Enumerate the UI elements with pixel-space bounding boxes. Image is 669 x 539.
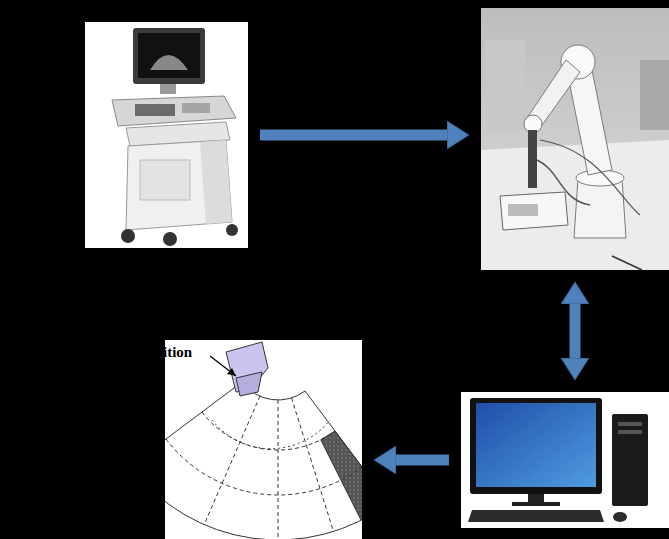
ultrasound-machine [112,96,236,126]
scan-illustration [212,420,330,449]
scan-illustration [210,356,236,376]
robot-arm-photo [481,140,669,270]
ultrasound-machine [200,140,232,224]
ultrasound-machine [135,104,175,116]
ultrasound-machine [126,140,232,230]
computer [528,494,544,502]
computer [470,398,602,494]
scan-illustration [165,382,242,466]
robot-arm-photo [481,8,669,270]
computer [476,403,596,487]
scan-illustration [165,382,362,539]
computer-panel [461,392,669,528]
ultrasound-machine [140,160,190,200]
ultrasound-machine [150,55,188,70]
robot-arm-photo [540,140,640,215]
computer [461,392,669,528]
block-arrow [570,304,581,358]
ultrasound-machine [133,28,205,84]
robot-arm-photo [612,256,642,270]
block-arrow [396,455,449,466]
robot-arm-photo [500,192,568,230]
computer [461,392,669,528]
ultrasound-machine [85,22,248,248]
scan-illustration [204,396,260,525]
scan-illustration [202,412,335,450]
ultrasound-machine [182,103,210,113]
robot-arm-photo [485,40,525,130]
callout-label: ition [163,344,192,361]
ultrasound-machine [85,22,248,248]
ultrasound-machine [163,232,177,246]
robot-arm-photo [537,160,590,205]
scan-illustration [227,368,236,376]
ultrasound-machine [121,229,135,243]
scan-illustration [166,439,362,495]
ultrasound-machine [226,224,238,236]
scan-illustration [321,431,362,520]
scan-illustration [130,340,389,539]
robot-arm-photo [481,8,669,270]
block-arrow [260,130,447,141]
computer [468,510,604,522]
computer [618,422,642,426]
scan-panel: ition [165,340,362,539]
robot-arm-photo [528,130,537,188]
ultrasound-machine [160,84,176,94]
ultrasound-machine [138,33,200,78]
scan-illustration [305,391,362,503]
robot-arm-photo [508,204,538,216]
scan-illustration [278,400,279,539]
robot-arm-photo [574,178,626,238]
robot-panel [481,8,669,270]
scan-illustration [292,398,334,532]
computer [512,502,560,506]
computer [612,414,648,506]
scan-illustration [236,372,262,396]
ultrasound-panel [85,22,248,248]
computer [618,430,642,434]
computer [613,512,627,522]
robot-arm-photo [640,60,669,130]
